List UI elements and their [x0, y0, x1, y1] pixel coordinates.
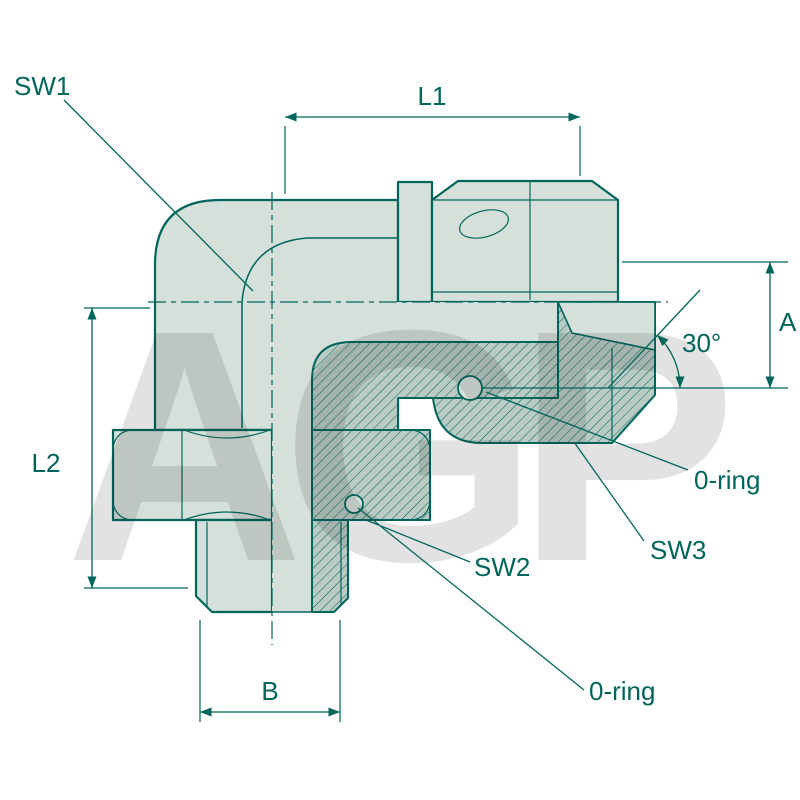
leader-oring-right: [485, 391, 689, 471]
dimension-l2: L2: [32, 307, 188, 589]
dimension-b: B: [199, 620, 341, 722]
leader-oring-bottom: [357, 507, 585, 691]
label-oring-right: 0-ring: [694, 465, 760, 495]
locknut-chamfer-arc: [411, 502, 431, 521]
elbow-fitting-drawing: [111, 179, 656, 614]
watermark-text: AGP: [65, 261, 727, 630]
label-a: A: [779, 307, 797, 337]
dimension-l1: L1: [284, 81, 581, 194]
angle-arc: [656, 334, 685, 389]
leader-sw1: [63, 99, 254, 292]
label-oring-bottom: 0-ring: [589, 676, 655, 706]
label-sw3: SW3: [650, 535, 706, 565]
bore-void: [272, 302, 558, 612]
cone-angle-line: [607, 289, 701, 389]
elbow-inner-edge: [241, 237, 398, 428]
locknut-chamfer-arc: [183, 511, 271, 521]
nut-face-ellipse: [459, 209, 509, 239]
stud-thread: [194, 518, 274, 614]
dimension-angle-30: 30°: [607, 289, 721, 389]
label-b: B: [261, 676, 278, 706]
locknut-chamfer-arc: [183, 429, 271, 439]
locknut-section-hatch: [311, 429, 431, 521]
dimension-a: A: [482, 261, 797, 389]
label-sw1: SW1: [14, 71, 70, 101]
locknut-chamfer-arc: [112, 502, 132, 521]
label-l1: L1: [418, 81, 447, 111]
leader-sw3: [573, 441, 645, 542]
locknut-chamfer-arc: [112, 429, 132, 448]
label-angle: 30°: [682, 328, 721, 358]
callouts: SW1 0-ring SW3 SW2 0-ring: [14, 71, 760, 706]
label-l2: L2: [32, 448, 61, 478]
leader-sw2: [365, 519, 471, 563]
locknut-chamfer-arc: [411, 429, 431, 448]
label-sw2: SW2: [474, 552, 530, 582]
